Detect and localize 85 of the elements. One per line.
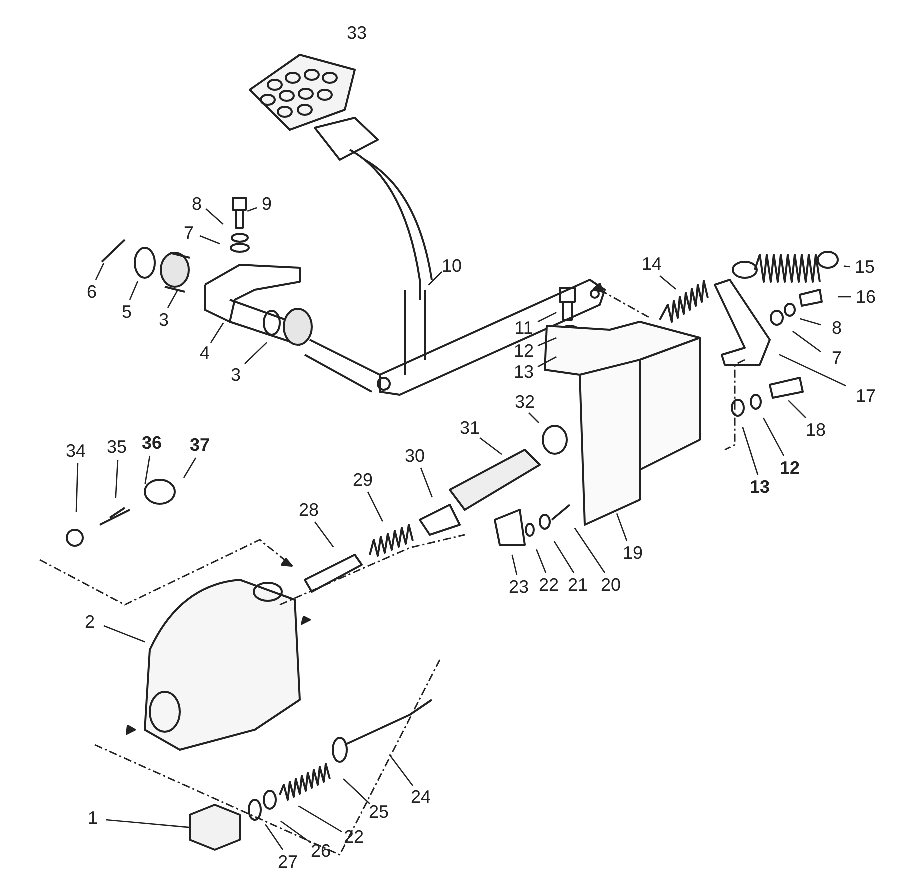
callout-number: 33 bbox=[346, 23, 368, 43]
leader-line bbox=[129, 281, 139, 300]
leader-line bbox=[244, 342, 268, 364]
callout-number: 17 bbox=[854, 386, 878, 406]
callout-number: 32 bbox=[512, 392, 538, 412]
leader-line bbox=[480, 437, 502, 456]
leader-line bbox=[844, 266, 850, 268]
leader-line bbox=[554, 541, 575, 574]
leader-line bbox=[838, 296, 851, 298]
callout-number: 29 bbox=[350, 470, 376, 490]
leader-line bbox=[210, 322, 224, 344]
callout-number: 34 bbox=[64, 441, 88, 461]
leader-line bbox=[280, 820, 312, 844]
leader-line bbox=[528, 412, 540, 424]
leader-line bbox=[742, 427, 759, 476]
callout-number: 25 bbox=[366, 802, 392, 822]
leader-line bbox=[779, 354, 846, 387]
callout-number: 22 bbox=[536, 575, 562, 595]
leader-line bbox=[265, 824, 284, 850]
leader-line bbox=[167, 291, 178, 308]
callout-number: 21 bbox=[566, 575, 590, 595]
callout-number: 19 bbox=[620, 543, 646, 563]
callout-number: 9 bbox=[260, 194, 274, 214]
callout-number: 20 bbox=[598, 575, 624, 595]
callout-number: 15 bbox=[852, 257, 878, 277]
callout-number: 37 bbox=[188, 435, 212, 455]
leader-line bbox=[106, 819, 190, 828]
leader-line bbox=[538, 337, 557, 347]
callout-number: 5 bbox=[120, 302, 134, 322]
leader-line bbox=[428, 272, 442, 286]
callout-number: 13 bbox=[512, 362, 536, 382]
leader-line bbox=[115, 460, 119, 498]
leader-line bbox=[298, 806, 342, 833]
callout-number: 7 bbox=[182, 223, 196, 243]
callout-number: 36 bbox=[140, 433, 164, 453]
callout-number: 23 bbox=[506, 577, 532, 597]
callout-number: 11 bbox=[512, 318, 536, 338]
callout-number: 7 bbox=[830, 348, 844, 368]
leader-line bbox=[95, 263, 105, 280]
callout-number: 28 bbox=[296, 500, 322, 520]
leader-line bbox=[389, 754, 414, 786]
callout-number: 27 bbox=[276, 852, 300, 872]
callout-number: 6 bbox=[85, 282, 99, 302]
callout-number: 24 bbox=[408, 787, 434, 807]
callout-number: 2 bbox=[83, 612, 97, 632]
leader-line bbox=[314, 522, 334, 548]
leader-line bbox=[792, 330, 822, 353]
leader-line bbox=[512, 554, 518, 576]
leader-line bbox=[536, 549, 547, 574]
leader-line bbox=[420, 468, 433, 498]
leader-line bbox=[76, 462, 79, 512]
callout-number: 22 bbox=[342, 827, 366, 847]
callout-number: 12 bbox=[512, 341, 536, 361]
leader-line bbox=[616, 513, 628, 542]
callout-number: 18 bbox=[804, 420, 828, 440]
callout-number: 1 bbox=[86, 808, 100, 828]
leader-line bbox=[788, 400, 806, 418]
leader-line bbox=[104, 625, 146, 643]
callout-number: 8 bbox=[190, 194, 204, 214]
callout-number: 3 bbox=[229, 365, 243, 385]
callout-number: 14 bbox=[640, 254, 664, 274]
callout-number: 35 bbox=[104, 437, 130, 457]
leader-line bbox=[343, 778, 370, 804]
callout-number: 3 bbox=[157, 310, 171, 330]
leader-line bbox=[183, 458, 197, 478]
callout-number: 16 bbox=[854, 287, 878, 307]
callout-number: 31 bbox=[458, 418, 482, 438]
callout-number: 8 bbox=[830, 318, 844, 338]
leader-line bbox=[200, 235, 220, 245]
leader-line bbox=[538, 312, 557, 323]
callout-number: 10 bbox=[440, 256, 464, 276]
leader-line bbox=[574, 528, 606, 574]
callout-number: 13 bbox=[748, 477, 772, 497]
callout-number: 4 bbox=[198, 343, 212, 363]
leader-line bbox=[800, 318, 822, 326]
leader-line bbox=[538, 356, 557, 368]
callout-number: 26 bbox=[308, 841, 334, 861]
leader-line bbox=[206, 208, 224, 225]
leader-line bbox=[144, 456, 151, 484]
callout-number: 12 bbox=[778, 458, 802, 478]
callout-number: 30 bbox=[402, 446, 428, 466]
leader-line bbox=[367, 492, 384, 522]
leader-line bbox=[763, 418, 785, 456]
leader-line bbox=[660, 276, 676, 290]
leader-line bbox=[247, 207, 258, 212]
